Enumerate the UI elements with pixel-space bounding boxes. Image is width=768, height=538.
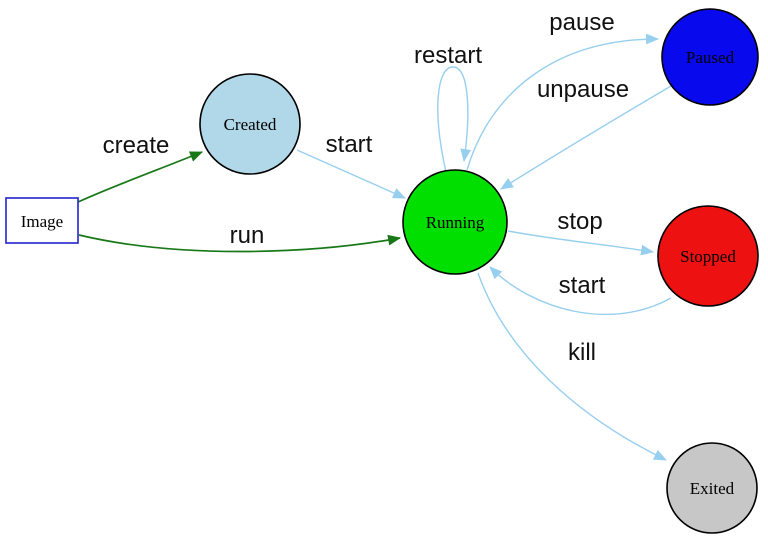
edge-label-create: create (103, 132, 170, 159)
node-running-label: Running (426, 213, 485, 232)
node-exited-label: Exited (690, 479, 735, 498)
node-image: Image (5, 197, 79, 244)
node-exited-shape (666, 442, 758, 534)
node-stopped: Stopped (657, 205, 759, 307)
node-created: Created (199, 73, 301, 175)
edge-label-run: run (230, 222, 265, 249)
edge-start-stopped-running (489, 266, 672, 316)
node-created-shape (199, 73, 301, 175)
edge-run (78, 234, 402, 253)
edge-restart-self-loop (437, 66, 472, 173)
edge-unpause (500, 85, 672, 190)
node-paused: Paused (661, 8, 759, 106)
edge-label-kill: kill (568, 339, 596, 366)
node-running-shape (402, 169, 508, 275)
node-exited: Exited (666, 442, 758, 534)
edge-label-restart: restart (414, 42, 482, 69)
edge-label-start-stopped: start (559, 272, 606, 299)
node-paused-shape (661, 8, 759, 106)
edge-pause (466, 33, 660, 171)
edge-create (77, 151, 204, 203)
node-image-shape (5, 197, 79, 244)
edge-label-pause: pause (549, 9, 614, 36)
node-paused-label: Paused (686, 48, 735, 67)
edge-kill (477, 272, 667, 461)
node-created-label: Created (224, 115, 277, 134)
edge-start-created-running (296, 149, 406, 199)
node-stopped-shape (657, 205, 759, 307)
node-running: Running (402, 169, 508, 275)
node-image-label: Image (21, 212, 63, 231)
edge-stop (507, 230, 655, 256)
node-stopped-label: Stopped (680, 247, 736, 266)
edge-label-start-created: start (326, 131, 373, 158)
edge-label-unpause: unpause (537, 76, 629, 103)
edge-label-stop: stop (557, 208, 602, 235)
